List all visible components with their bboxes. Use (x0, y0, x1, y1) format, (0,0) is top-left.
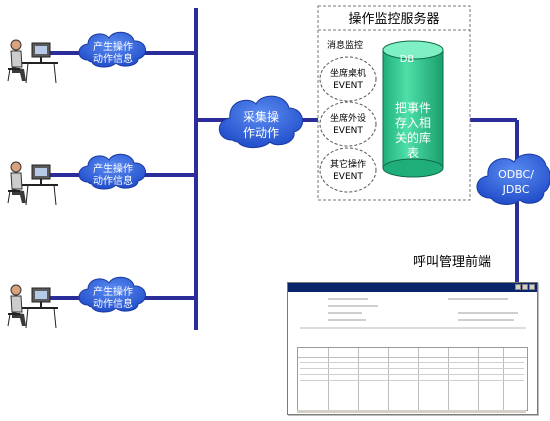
cloud-produce-1: 产生操作 动作信息 (78, 31, 146, 68)
table-column-divider (328, 348, 329, 410)
cloud-produce-2-line1: 产生操作 (93, 162, 133, 175)
event-seat-machine: 坐席桌机 EVENT (319, 56, 377, 102)
table-column-divider (478, 348, 479, 410)
operator-workstation-3 (7, 284, 58, 329)
server-title: 操作监控服务器 (348, 11, 439, 27)
minimize-icon (515, 284, 521, 290)
frontend-window (287, 282, 538, 415)
db-text-4: 表 (407, 146, 419, 160)
cloud-produce-2-line2: 动作信息 (93, 174, 133, 187)
cloud-collect-line2: 作动作 (243, 126, 279, 140)
table-column-divider (358, 348, 359, 410)
table-header-divider (298, 357, 527, 358)
frontend-window-body (288, 292, 537, 414)
event-1-line2: EVENT (333, 81, 363, 91)
form-row (458, 319, 514, 321)
cloud-odbc-line2: JDBC (502, 183, 530, 196)
db-cylinder: DB 把事件 存入相 关的库 表 (382, 40, 444, 178)
cloud-produce-3-line1: 产生操作 (93, 285, 133, 298)
msg-monitor-label: 消息监控 (327, 39, 363, 51)
db-text-1: 把事件 (395, 101, 431, 115)
event-3-line1: 其它操作 (330, 158, 366, 170)
cloud-odbc: ODBC/ JDBC (476, 153, 550, 205)
form-row (328, 305, 378, 307)
table-row (300, 362, 524, 363)
table-column-divider (448, 348, 449, 410)
cloud-collect-line1: 采集操 (243, 109, 279, 124)
frontend-data-table (297, 347, 528, 411)
form-row (448, 298, 508, 300)
table-row (300, 368, 524, 369)
window-controls (515, 284, 535, 290)
table-row (300, 374, 524, 375)
close-icon (529, 284, 535, 290)
event-1-line1: 坐席桌机 (330, 67, 366, 79)
form-row (328, 319, 366, 321)
event-seat-peripheral: 坐席外设 EVENT (319, 101, 377, 147)
event-2-line2: EVENT (333, 126, 363, 136)
table-row (300, 380, 524, 381)
db-label: DB (400, 54, 415, 65)
horizontal-scrollbar (297, 410, 526, 413)
event-3-line2: EVENT (333, 172, 363, 182)
db-text-2: 存入相 (395, 116, 431, 130)
frontend-window-titlebar (288, 283, 537, 292)
cloud-odbc-line1: ODBC/ (498, 168, 534, 181)
form-row (300, 327, 526, 329)
operator-workstation-2 (7, 161, 58, 206)
cloud-produce-1-line2: 动作信息 (93, 52, 133, 65)
frontend-label: 呼叫管理前端 (413, 254, 491, 270)
form-row (328, 312, 362, 314)
operator-workstation-1 (7, 39, 58, 84)
table-column-divider (503, 348, 504, 410)
table-column-divider (388, 348, 389, 410)
form-row (458, 312, 518, 314)
event-other-operation: 其它操作 EVENT (319, 147, 377, 193)
maximize-icon (522, 284, 528, 290)
table-column-divider (418, 348, 419, 410)
event-2-line1: 坐席外设 (330, 112, 366, 124)
cloud-produce-3: 产生操作 动作信息 (78, 276, 146, 313)
cloud-collect: 采集操 作动作 (218, 95, 304, 149)
monitor-server: 操作监控服务器 消息监控 坐席桌机 EVENT 坐席外设 EVENT 其它操作 … (317, 5, 471, 201)
cloud-produce-1-line1: 产生操作 (93, 40, 133, 53)
form-row (328, 298, 368, 300)
cloud-produce-3-line2: 动作信息 (93, 297, 133, 310)
cloud-produce-2: 产生操作 动作信息 (78, 153, 146, 190)
db-text-3: 关的库 (395, 130, 431, 145)
